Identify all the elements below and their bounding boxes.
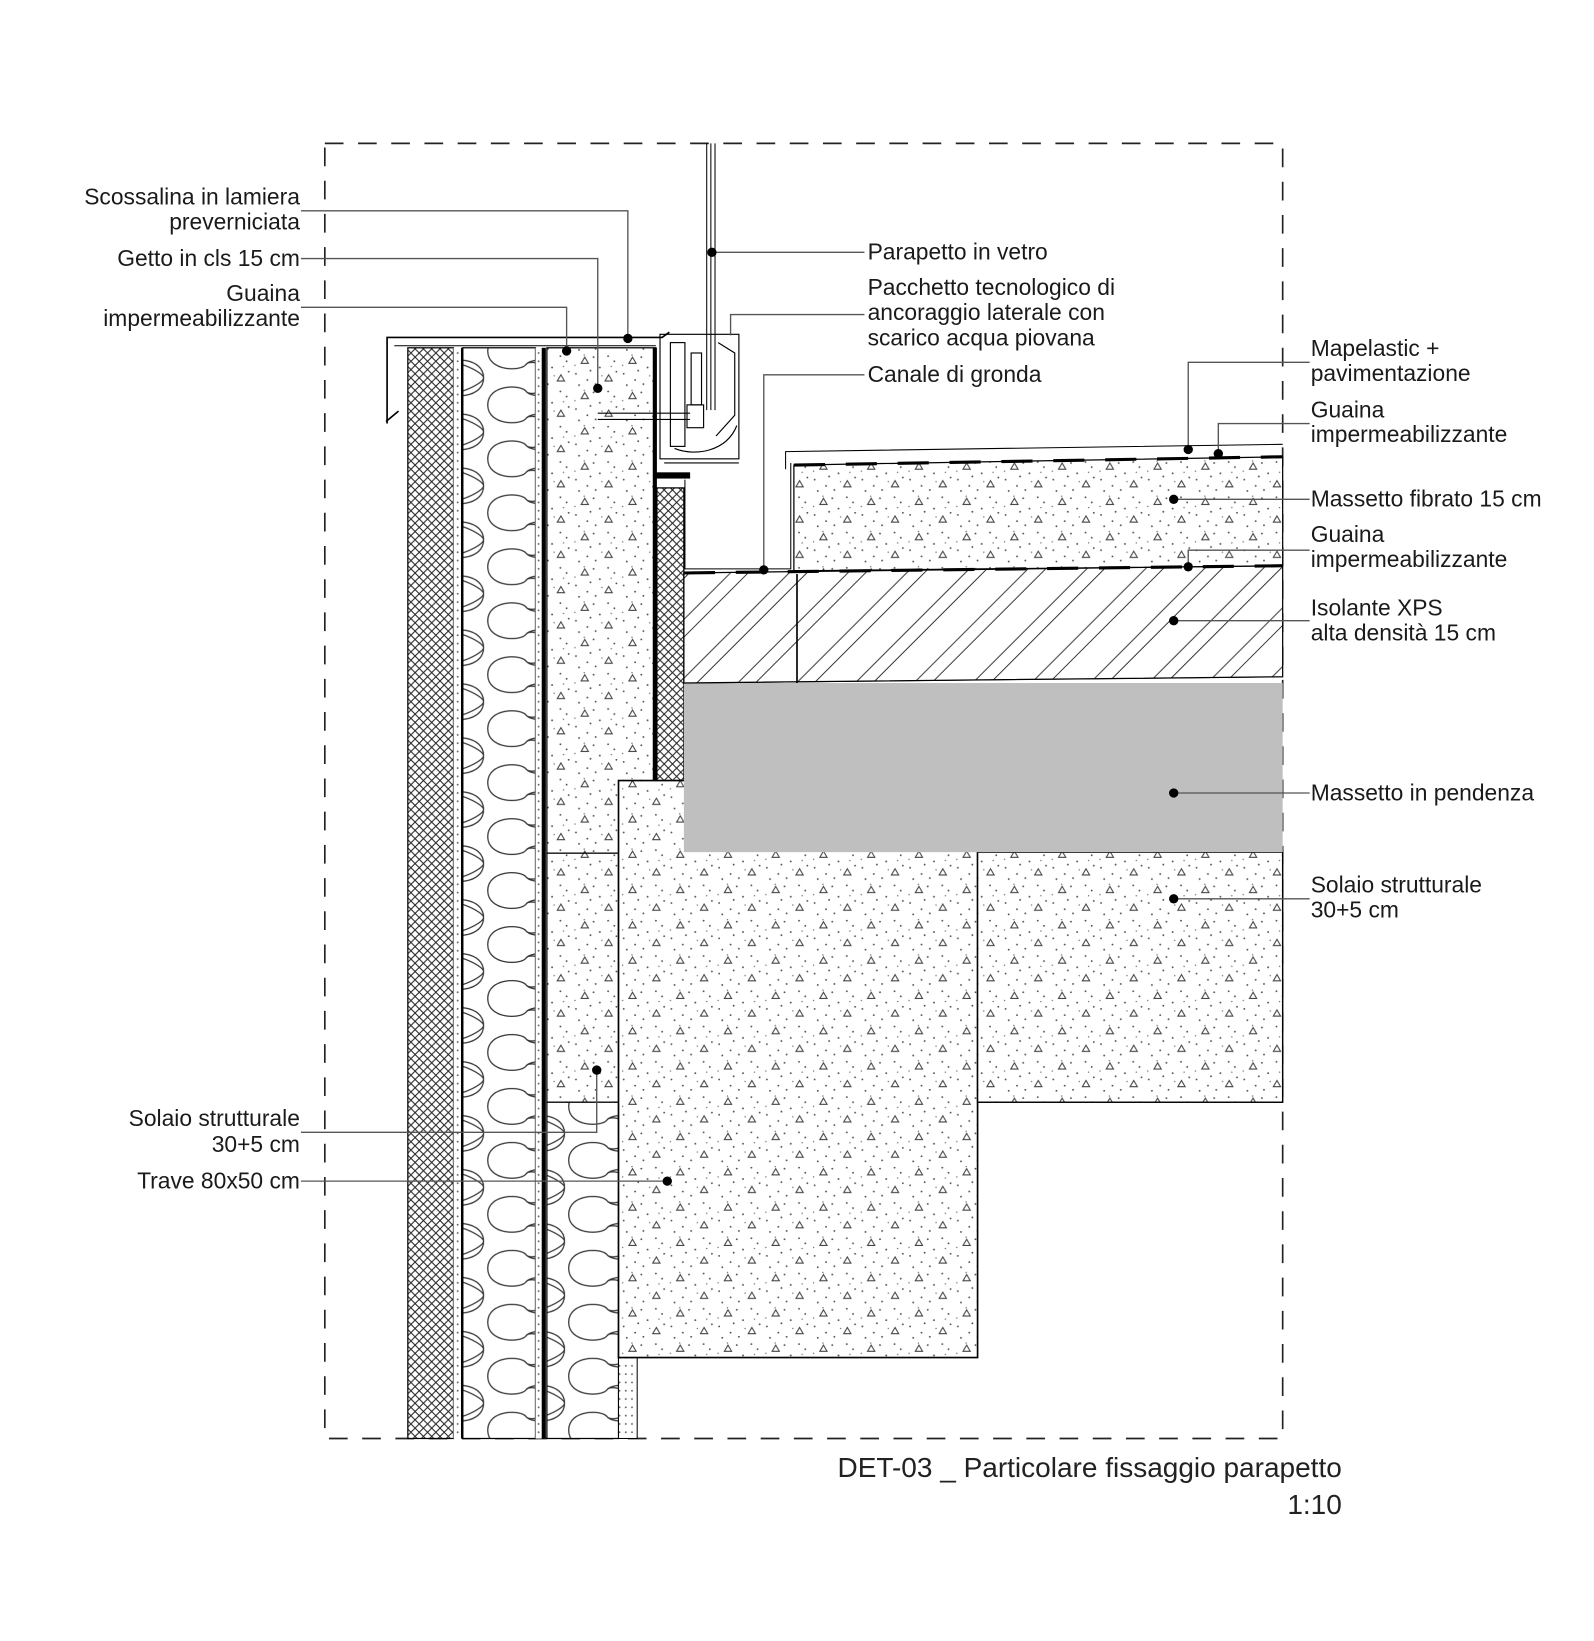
exterior-cladding: [407, 347, 455, 1440]
anchoring-profile: [597, 333, 740, 464]
label-guaina-right-2: Guaina impermeabilizzante: [1311, 521, 1508, 572]
label-guaina-right-1: Guaina impermeabilizzante: [1311, 396, 1508, 447]
leaders-left: [300, 210, 672, 1186]
concrete-upstand: [546, 347, 657, 854]
label-mapelastic: Mapelastic + pavimentazione: [1311, 335, 1471, 386]
svg-text:Guaina: Guaina: [1311, 521, 1385, 547]
beam: [617, 779, 979, 1359]
slab-edge: [546, 852, 620, 1103]
svg-text:scarico acqua piovana: scarico acqua piovana: [868, 325, 1095, 351]
leaders-right: [1169, 361, 1310, 904]
structural-slab: [976, 851, 1284, 1103]
svg-text:Scossalina in lamiera: Scossalina in lamiera: [84, 184, 300, 210]
svg-text:impermeabilizzante: impermeabilizzante: [1311, 546, 1508, 572]
svg-text:Guaina: Guaina: [1311, 396, 1385, 422]
svg-text:Guaina: Guaina: [226, 280, 300, 306]
label-parapetto: Parapetto in vetro: [868, 239, 1048, 265]
label-trave: Trave 80x50 cm: [137, 1167, 300, 1193]
svg-text:Mapelastic +: Mapelastic +: [1311, 335, 1440, 361]
svg-text:impermeabilizzante: impermeabilizzante: [103, 305, 300, 331]
inner-cladding: [656, 487, 685, 782]
svg-text:ancoraggio laterale con: ancoraggio laterale con: [868, 299, 1105, 325]
svg-text:alta densità 15 cm: alta densità 15 cm: [1311, 619, 1496, 645]
sloped-screed: [683, 682, 1283, 853]
drawing-title: DET-03 _ Particolare fissaggio parapetto: [838, 1452, 1342, 1483]
svg-text:Solaio strutturale: Solaio strutturale: [129, 1105, 300, 1131]
label-guaina-left: Guaina impermeabilizzante: [103, 280, 300, 331]
glass-balustrade: [706, 143, 716, 411]
beam-insulation: [546, 1101, 620, 1440]
svg-text:impermeabilizzante: impermeabilizzante: [1311, 421, 1508, 447]
membrane-wall: [541, 347, 546, 1439]
svg-text:Pacchetto tecnologico di: Pacchetto tecnologico di: [868, 274, 1115, 300]
svg-text:Solaio strutturale: Solaio strutturale: [1311, 872, 1482, 898]
label-solaio-left: Solaio strutturale 30+5 cm: [129, 1105, 300, 1157]
fibre-screed: [793, 456, 1284, 572]
drawing-scale: 1:10: [1287, 1489, 1342, 1520]
label-canale: Canale di gronda: [868, 361, 1042, 387]
label-isolante-xps: Isolante XPS alta densità 15 cm: [1311, 595, 1496, 646]
pavement: [785, 443, 1283, 470]
gutter: [684, 462, 792, 570]
svg-text:Isolante XPS: Isolante XPS: [1311, 595, 1443, 621]
label-solaio-right: Solaio strutturale 30+5 cm: [1311, 872, 1482, 923]
svg-text:30+5 cm: 30+5 cm: [212, 1131, 300, 1157]
svg-text:preverniciata: preverniciata: [169, 208, 300, 234]
label-getto-cls: Getto in cls 15 cm: [117, 245, 300, 271]
label-scossalina: Scossalina in lamiera preverniciata: [84, 184, 300, 235]
label-massetto-pendenza: Massetto in pendenza: [1311, 779, 1535, 805]
xps-insulation: [683, 565, 1284, 684]
leaders-center: [707, 247, 865, 575]
label-pacchetto: Pacchetto tecnologico di ancoraggio late…: [868, 274, 1115, 351]
svg-text:30+5 cm: 30+5 cm: [1311, 897, 1399, 923]
label-massetto-fibrato: Massetto fibrato 15 cm: [1311, 486, 1542, 512]
air-gap-outer: [453, 347, 462, 1439]
svg-text:pavimentazione: pavimentazione: [1311, 360, 1471, 386]
wall-insulation: [462, 347, 537, 1440]
